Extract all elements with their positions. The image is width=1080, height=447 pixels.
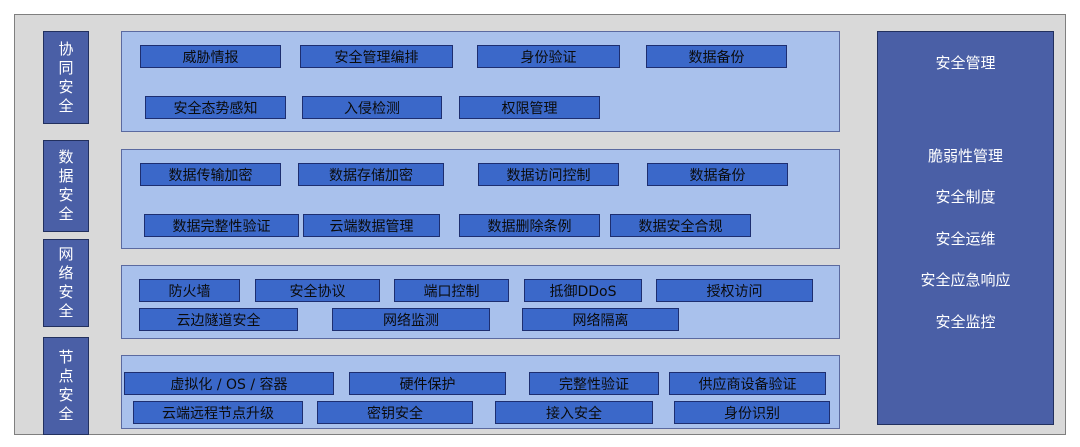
layer-label-char: 安 (58, 77, 74, 96)
item-box: 身份识别 (674, 401, 830, 424)
layer-label-char: 数 (58, 148, 74, 166)
layer-label-collaborative: 协 同 安 全 (43, 31, 89, 124)
layer-label-node: 节 点 安 全 (43, 337, 89, 435)
layer-label-char: 点 (58, 367, 74, 385)
item-box: 数据安全合规 (610, 214, 751, 237)
item-box: 端口控制 (394, 279, 509, 302)
layer-label-char: 络 (58, 264, 74, 282)
item-box: 安全态势感知 (145, 96, 286, 119)
item-box: 网络隔离 (522, 308, 679, 331)
item-box: 数据完整性验证 (144, 214, 299, 237)
item-box: 云端远程节点升级 (133, 401, 303, 424)
item-box: 虚拟化 / OS / 容器 (124, 372, 334, 395)
item-box: 供应商设备验证 (669, 372, 826, 395)
panel-network: 防火墙 安全协议 端口控制 抵御DDoS 授权访问 云边隧道安全 网络监测 网络… (121, 265, 840, 339)
security-management-panel: 安全管理 脆弱性管理 安全制度 安全运维 安全应急响应 安全监控 (877, 31, 1054, 425)
item-box: 权限管理 (459, 96, 600, 119)
item-box: 完整性验证 (529, 372, 659, 395)
layer-label-char: 节 (58, 348, 74, 366)
panel-data: 数据传输加密 数据存储加密 数据访问控制 数据备份 数据完整性验证 云端数据管理… (121, 149, 840, 249)
item-box: 数据备份 (647, 163, 788, 186)
layer-label-char: 全 (58, 302, 74, 320)
right-panel-item: 安全运维 (935, 230, 996, 248)
item-box: 网络监测 (332, 308, 490, 331)
item-box: 数据删除条例 (459, 214, 600, 237)
item-box: 云端数据管理 (303, 214, 440, 237)
layer-label-char: 同 (58, 58, 74, 77)
layer-label-char: 据 (58, 167, 74, 185)
item-box: 威胁情报 (140, 45, 281, 68)
layer-label-char: 网 (58, 245, 74, 263)
panel-collaborative: 威胁情报 安全管理编排 身份验证 数据备份 安全态势感知 入侵检测 权限管理 (121, 31, 840, 132)
item-box: 抵御DDoS (524, 279, 642, 302)
layer-label-char: 全 (58, 405, 74, 423)
item-box: 授权访问 (656, 279, 813, 302)
layer-label-char: 全 (58, 96, 74, 115)
right-panel-item: 安全应急响应 (920, 271, 1011, 289)
layer-label-char: 安 (58, 283, 74, 301)
item-box: 密钥安全 (317, 401, 473, 424)
panel-node: 虚拟化 / OS / 容器 硬件保护 完整性验证 供应商设备验证 云端远程节点升… (121, 355, 840, 429)
right-panel-title: 安全管理 (935, 54, 996, 72)
right-panel-item: 安全制度 (935, 188, 996, 206)
item-box: 安全管理编排 (300, 45, 453, 68)
item-box: 数据备份 (646, 45, 787, 68)
item-box: 防火墙 (139, 279, 240, 302)
item-box: 数据存储加密 (298, 163, 444, 186)
layer-label-data: 数 据 安 全 (43, 140, 89, 232)
item-box: 硬件保护 (349, 372, 506, 395)
right-panel-item: 安全监控 (935, 313, 996, 331)
item-box: 数据传输加密 (140, 163, 281, 186)
layer-label-char: 安 (58, 186, 74, 204)
item-box: 入侵检测 (302, 96, 442, 119)
item-box: 接入安全 (495, 401, 653, 424)
layer-label-network: 网 络 安 全 (43, 239, 89, 327)
item-box: 数据访问控制 (478, 163, 619, 186)
item-box: 安全协议 (255, 279, 380, 302)
right-panel-item: 脆弱性管理 (927, 147, 1003, 165)
layer-label-char: 安 (58, 386, 74, 404)
layer-label-char: 协 (58, 39, 74, 58)
layer-label-char: 全 (58, 205, 74, 223)
item-box: 身份验证 (477, 45, 620, 68)
item-box: 云边隧道安全 (139, 308, 298, 331)
